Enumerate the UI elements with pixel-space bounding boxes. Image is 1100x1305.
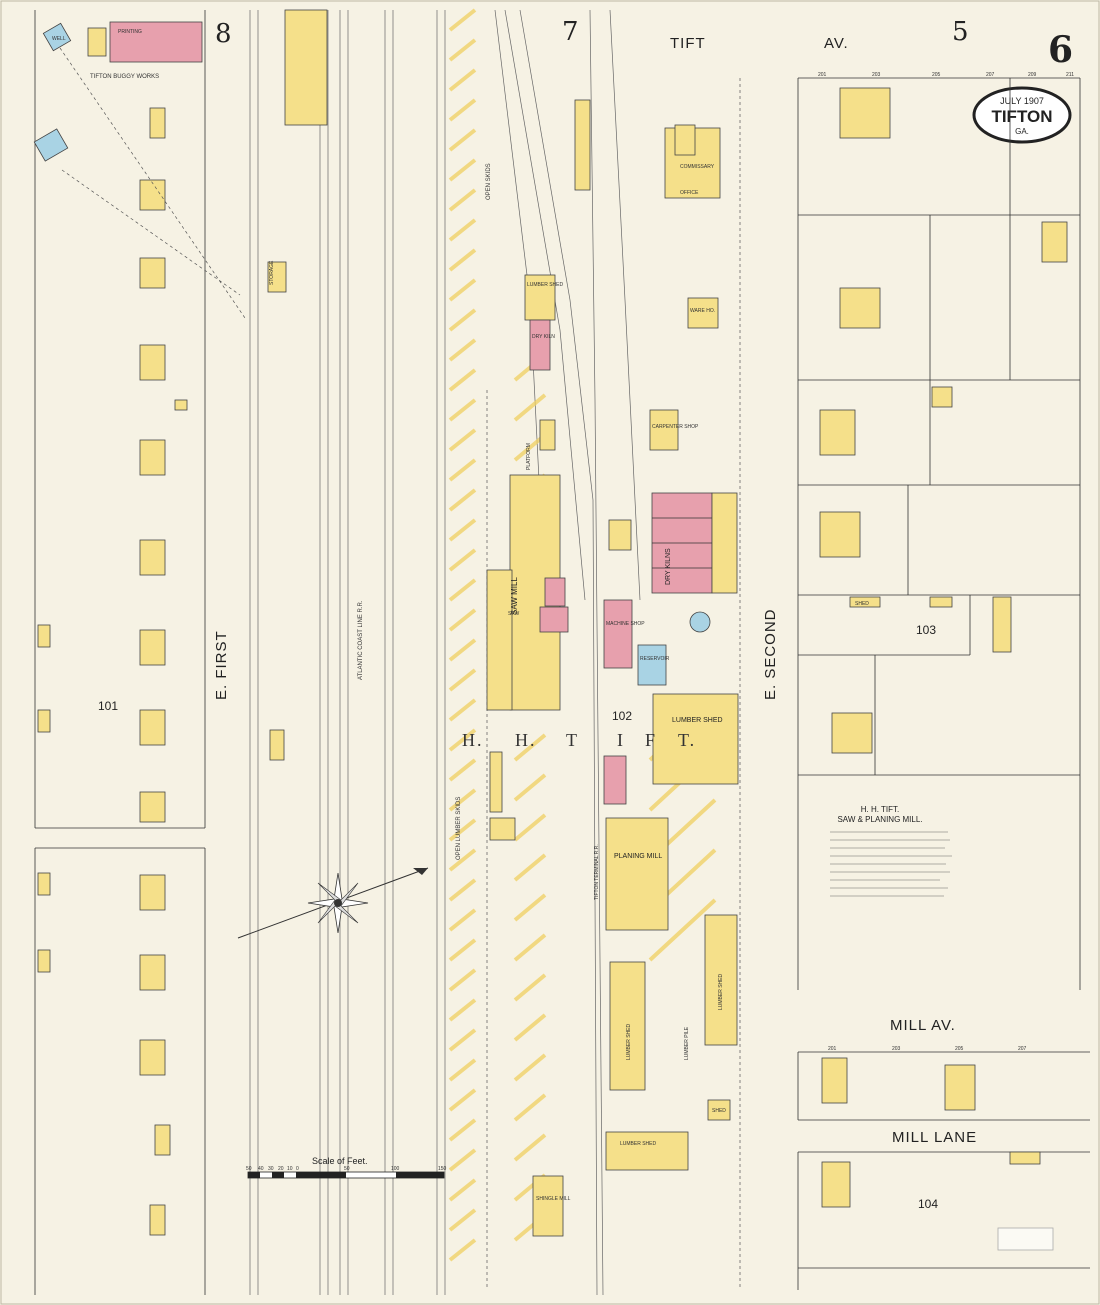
dry-kilns-label: DRY KILNS bbox=[665, 548, 672, 585]
open-lumber-skids-label: OPEN LUMBER SKIDS bbox=[456, 797, 462, 860]
block-number-103: 103 bbox=[916, 623, 936, 637]
legend-title: H. H. TIFT. bbox=[861, 805, 900, 814]
title-town: TIFTON bbox=[991, 107, 1052, 126]
lumber-shed-east-label: LUMBER SHED bbox=[718, 973, 724, 1010]
rail-corridor bbox=[249, 9, 641, 1296]
hh-letter-3: T bbox=[566, 730, 579, 750]
block-number-5: 5 bbox=[952, 17, 969, 47]
hh-letter-4: I bbox=[617, 730, 625, 750]
scale-tick-150: 150 bbox=[438, 1166, 447, 1172]
house-number-tift-203: 203 bbox=[872, 72, 881, 78]
well-label: WELL bbox=[52, 36, 66, 42]
platform-label: PLATFORM bbox=[526, 443, 532, 470]
house-number-mill-203: 203 bbox=[892, 1046, 901, 1052]
house-number-mill-205: 205 bbox=[955, 1046, 964, 1052]
scale-tick-100: 100 bbox=[391, 1166, 400, 1172]
block-number-102: 102 bbox=[612, 709, 632, 723]
title-state: GA. bbox=[1015, 127, 1029, 136]
well-1: WELL bbox=[42, 22, 72, 52]
small-shed-rail bbox=[269, 729, 285, 761]
block-104-upper bbox=[797, 1051, 1090, 1121]
street-mill-lane: MILL LANE bbox=[892, 1129, 977, 1146]
reservoir-label: RESERVOIR bbox=[640, 656, 670, 662]
planing-mill-label: PLANING MILL bbox=[614, 853, 662, 860]
ware-ho-label: WARE HO. bbox=[690, 308, 715, 314]
scale-tick-0: 0 bbox=[296, 1166, 299, 1172]
storage-shed bbox=[267, 261, 287, 293]
lumber-shed-north-label: LUMBER SHED bbox=[527, 282, 564, 288]
block-number-7: 7 bbox=[562, 17, 579, 47]
commissary-label: COMMISSARY bbox=[680, 164, 715, 170]
block-number-8: 8 bbox=[215, 19, 232, 49]
street-tift: TIFT bbox=[670, 35, 706, 52]
block-number-101: 101 bbox=[98, 699, 118, 713]
shingle-mill-label: SHINGLE MILL bbox=[536, 1196, 571, 1202]
shed-label: SHED bbox=[712, 1108, 726, 1114]
street-e-first: E. FIRST bbox=[213, 630, 230, 700]
scale-bar: Scale of Feet. 50 40 30 20 10 0 50 100 1… bbox=[246, 1156, 447, 1179]
tifton-terminal-label: TIFTON TERMINAL R.R. bbox=[594, 844, 600, 900]
tifton-buggy-works: PRINTING TIFTON BUGGY WORKS bbox=[87, 21, 203, 80]
saw-label: SAW bbox=[508, 611, 519, 617]
scale-tick-30: 30 bbox=[268, 1166, 274, 1172]
legend-note: H. H. TIFT. SAW & PLANING MILL. bbox=[830, 805, 952, 897]
storage-label: STORAGE bbox=[269, 260, 275, 285]
hh-letter-5: F bbox=[645, 730, 657, 750]
scale-tick-50l: 50 bbox=[246, 1166, 252, 1172]
well-2 bbox=[33, 128, 69, 162]
hh-letter-6: T. bbox=[678, 730, 696, 750]
carpenter-label: CARPENTER SHOP bbox=[652, 424, 699, 430]
house-number-tift-211: 211 bbox=[1066, 72, 1074, 78]
title-cartouche: JULY 1907 TIFTON GA. bbox=[972, 86, 1072, 144]
block-103 bbox=[797, 77, 1081, 990]
lumber-shed-main-label: LUMBER SHED bbox=[672, 717, 723, 724]
lumber-shed-south-label: LUMBER SHED bbox=[626, 1023, 632, 1060]
house-number-tift-209: 209 bbox=[1028, 72, 1037, 78]
buggy-works-label: TIFTON BUGGY WORKS bbox=[90, 74, 159, 80]
house-number-mill-201: 201 bbox=[828, 1046, 837, 1052]
block-101 bbox=[34, 10, 206, 1295]
scale-label: Scale of Feet. bbox=[312, 1156, 368, 1166]
pipe-lines bbox=[59, 47, 246, 319]
scale-tick-50: 50 bbox=[344, 1166, 350, 1172]
block-104 bbox=[797, 1151, 1090, 1290]
house-number-tift-207: 207 bbox=[986, 72, 995, 78]
street-av: AV. bbox=[824, 35, 849, 52]
printing-label: PRINTING bbox=[118, 29, 142, 35]
open-skids-label: OPEN SKIDS bbox=[486, 163, 492, 200]
legend-subtitle: SAW & PLANING MILL. bbox=[837, 815, 922, 824]
machine-shop-label: MACHINE SHOP bbox=[606, 621, 645, 627]
hh-letter-1: H. bbox=[462, 730, 484, 750]
scale-tick-10: 10 bbox=[287, 1166, 293, 1172]
street-e-second: E. SECOND bbox=[762, 608, 779, 700]
sheet-number: 6 bbox=[1048, 29, 1073, 71]
dry-kiln-label: DRY KILN bbox=[532, 334, 555, 340]
scale-tick-20: 20 bbox=[278, 1166, 284, 1172]
block-102 bbox=[486, 78, 741, 1290]
scale-tick-40: 40 bbox=[258, 1166, 264, 1172]
storage-lot-top bbox=[284, 9, 328, 126]
lumber-pile-label: LUMBER PILE bbox=[684, 1026, 690, 1060]
lumber-shed-bottom-label: LUMBER SHED bbox=[620, 1141, 657, 1147]
office-label: OFFICE bbox=[680, 190, 699, 196]
shed-right-label: SHED bbox=[855, 601, 869, 607]
house-number-tift-205: 205 bbox=[932, 72, 941, 78]
north-arrow-compass bbox=[237, 867, 429, 939]
saw-mill-label: SAW MILL bbox=[510, 577, 519, 615]
house-number-mill-207: 207 bbox=[1018, 1046, 1027, 1052]
house-number-tift-201: 201 bbox=[818, 72, 827, 78]
block-number-104: 104 bbox=[918, 1197, 938, 1211]
street-mill-av: MILL AV. bbox=[890, 1017, 956, 1034]
hh-tift-letters: H. H. T I F T. bbox=[462, 730, 696, 750]
title-date: JULY 1907 bbox=[1000, 96, 1044, 106]
hh-letter-2: H. bbox=[515, 730, 537, 750]
acl-railroad-label: ATLANTIC COAST LINE R.R. bbox=[358, 600, 364, 680]
